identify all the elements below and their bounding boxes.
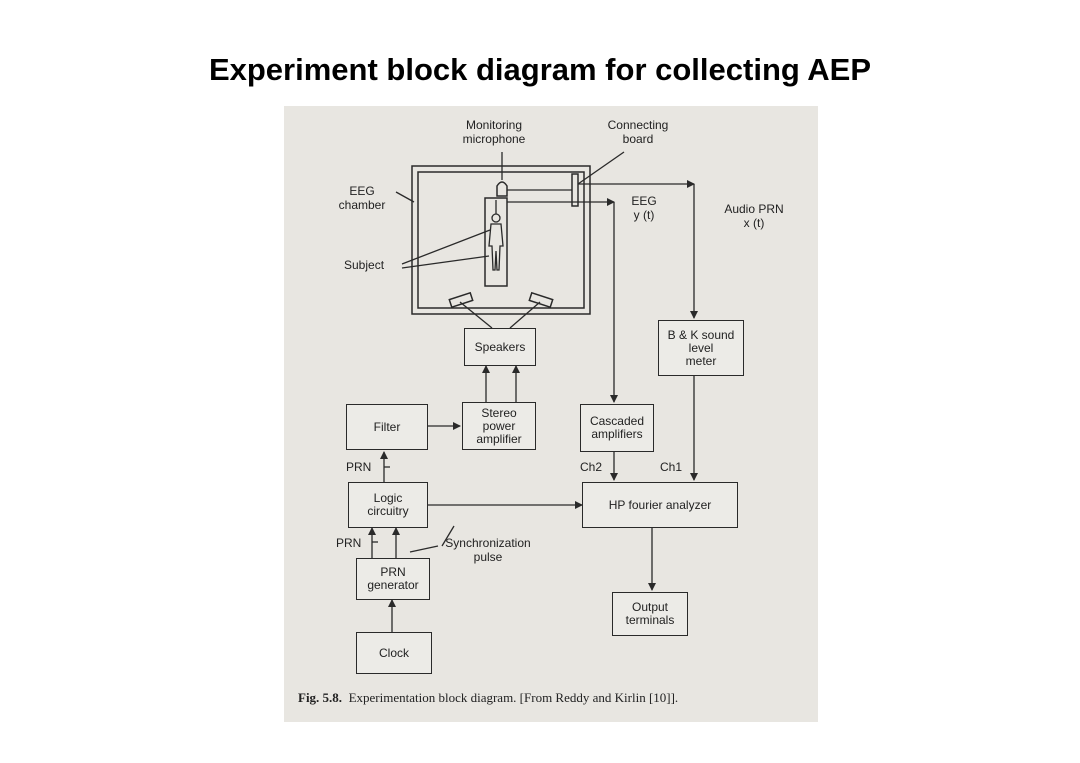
prn-lower-label: PRN [336,536,362,550]
diagram-connectors [368,151,698,632]
connecting-board [571,173,579,207]
ch2-label: Ch2 [580,460,603,474]
speakers-block: Speakers [464,328,536,366]
audio-prn-label: Audio PRN x (t) [724,202,784,230]
eeg-chamber-inner-wall [417,171,585,309]
filter-block: Filter [346,404,428,450]
left-speaker-icon [448,291,474,309]
board-pointer [577,151,625,185]
connecting-board-label: Connecting board [607,118,669,146]
sound-level-meter-block: B & K sound level meter [658,320,744,376]
subject-figure-icon [488,200,504,271]
eeg-chamber-outer-wall [411,165,591,315]
figure-number: Fig. 5.8. [298,690,343,705]
figure-caption: Fig. 5.8. Experimentation block diagram.… [298,690,678,706]
subject-pointer-2 [401,255,490,269]
subject-pointer [401,229,491,265]
microphone-icon [496,181,508,197]
subject-enclosure [484,197,508,287]
right-speaker-icon [528,291,554,309]
page-title: Experiment block diagram for collecting … [208,52,872,87]
stereo-power-amplifier-block: Stereo power amplifier [462,402,536,450]
eeg-signal-label: EEG y (t) [631,194,657,222]
monitoring-microphone-label: Monitoring microphone [462,118,526,146]
chamber-pointer [395,191,415,203]
output-terminals-block: Output terminals [612,592,688,636]
figure-caption-text: Experimentation block diagram. [From Red… [348,690,679,705]
logic-circuitry-block: Logic circuitry [348,482,428,528]
eeg-chamber-label: EEG chamber [338,184,386,212]
cascaded-amplifiers-block: Cascaded amplifiers [580,404,654,452]
subject-label: Subject [344,258,385,272]
ch1-label: Ch1 [660,460,683,474]
clock-block: Clock [356,632,432,674]
synchronization-pulse-label: Synchronization pulse [445,536,531,564]
prn-upper-label: PRN [346,460,372,474]
diagram-photo: Monitoring microphone Connecting board E… [284,106,818,722]
prn-generator-block: PRN generator [356,558,430,600]
hp-fourier-analyzer-block: HP fourier analyzer [582,482,738,528]
